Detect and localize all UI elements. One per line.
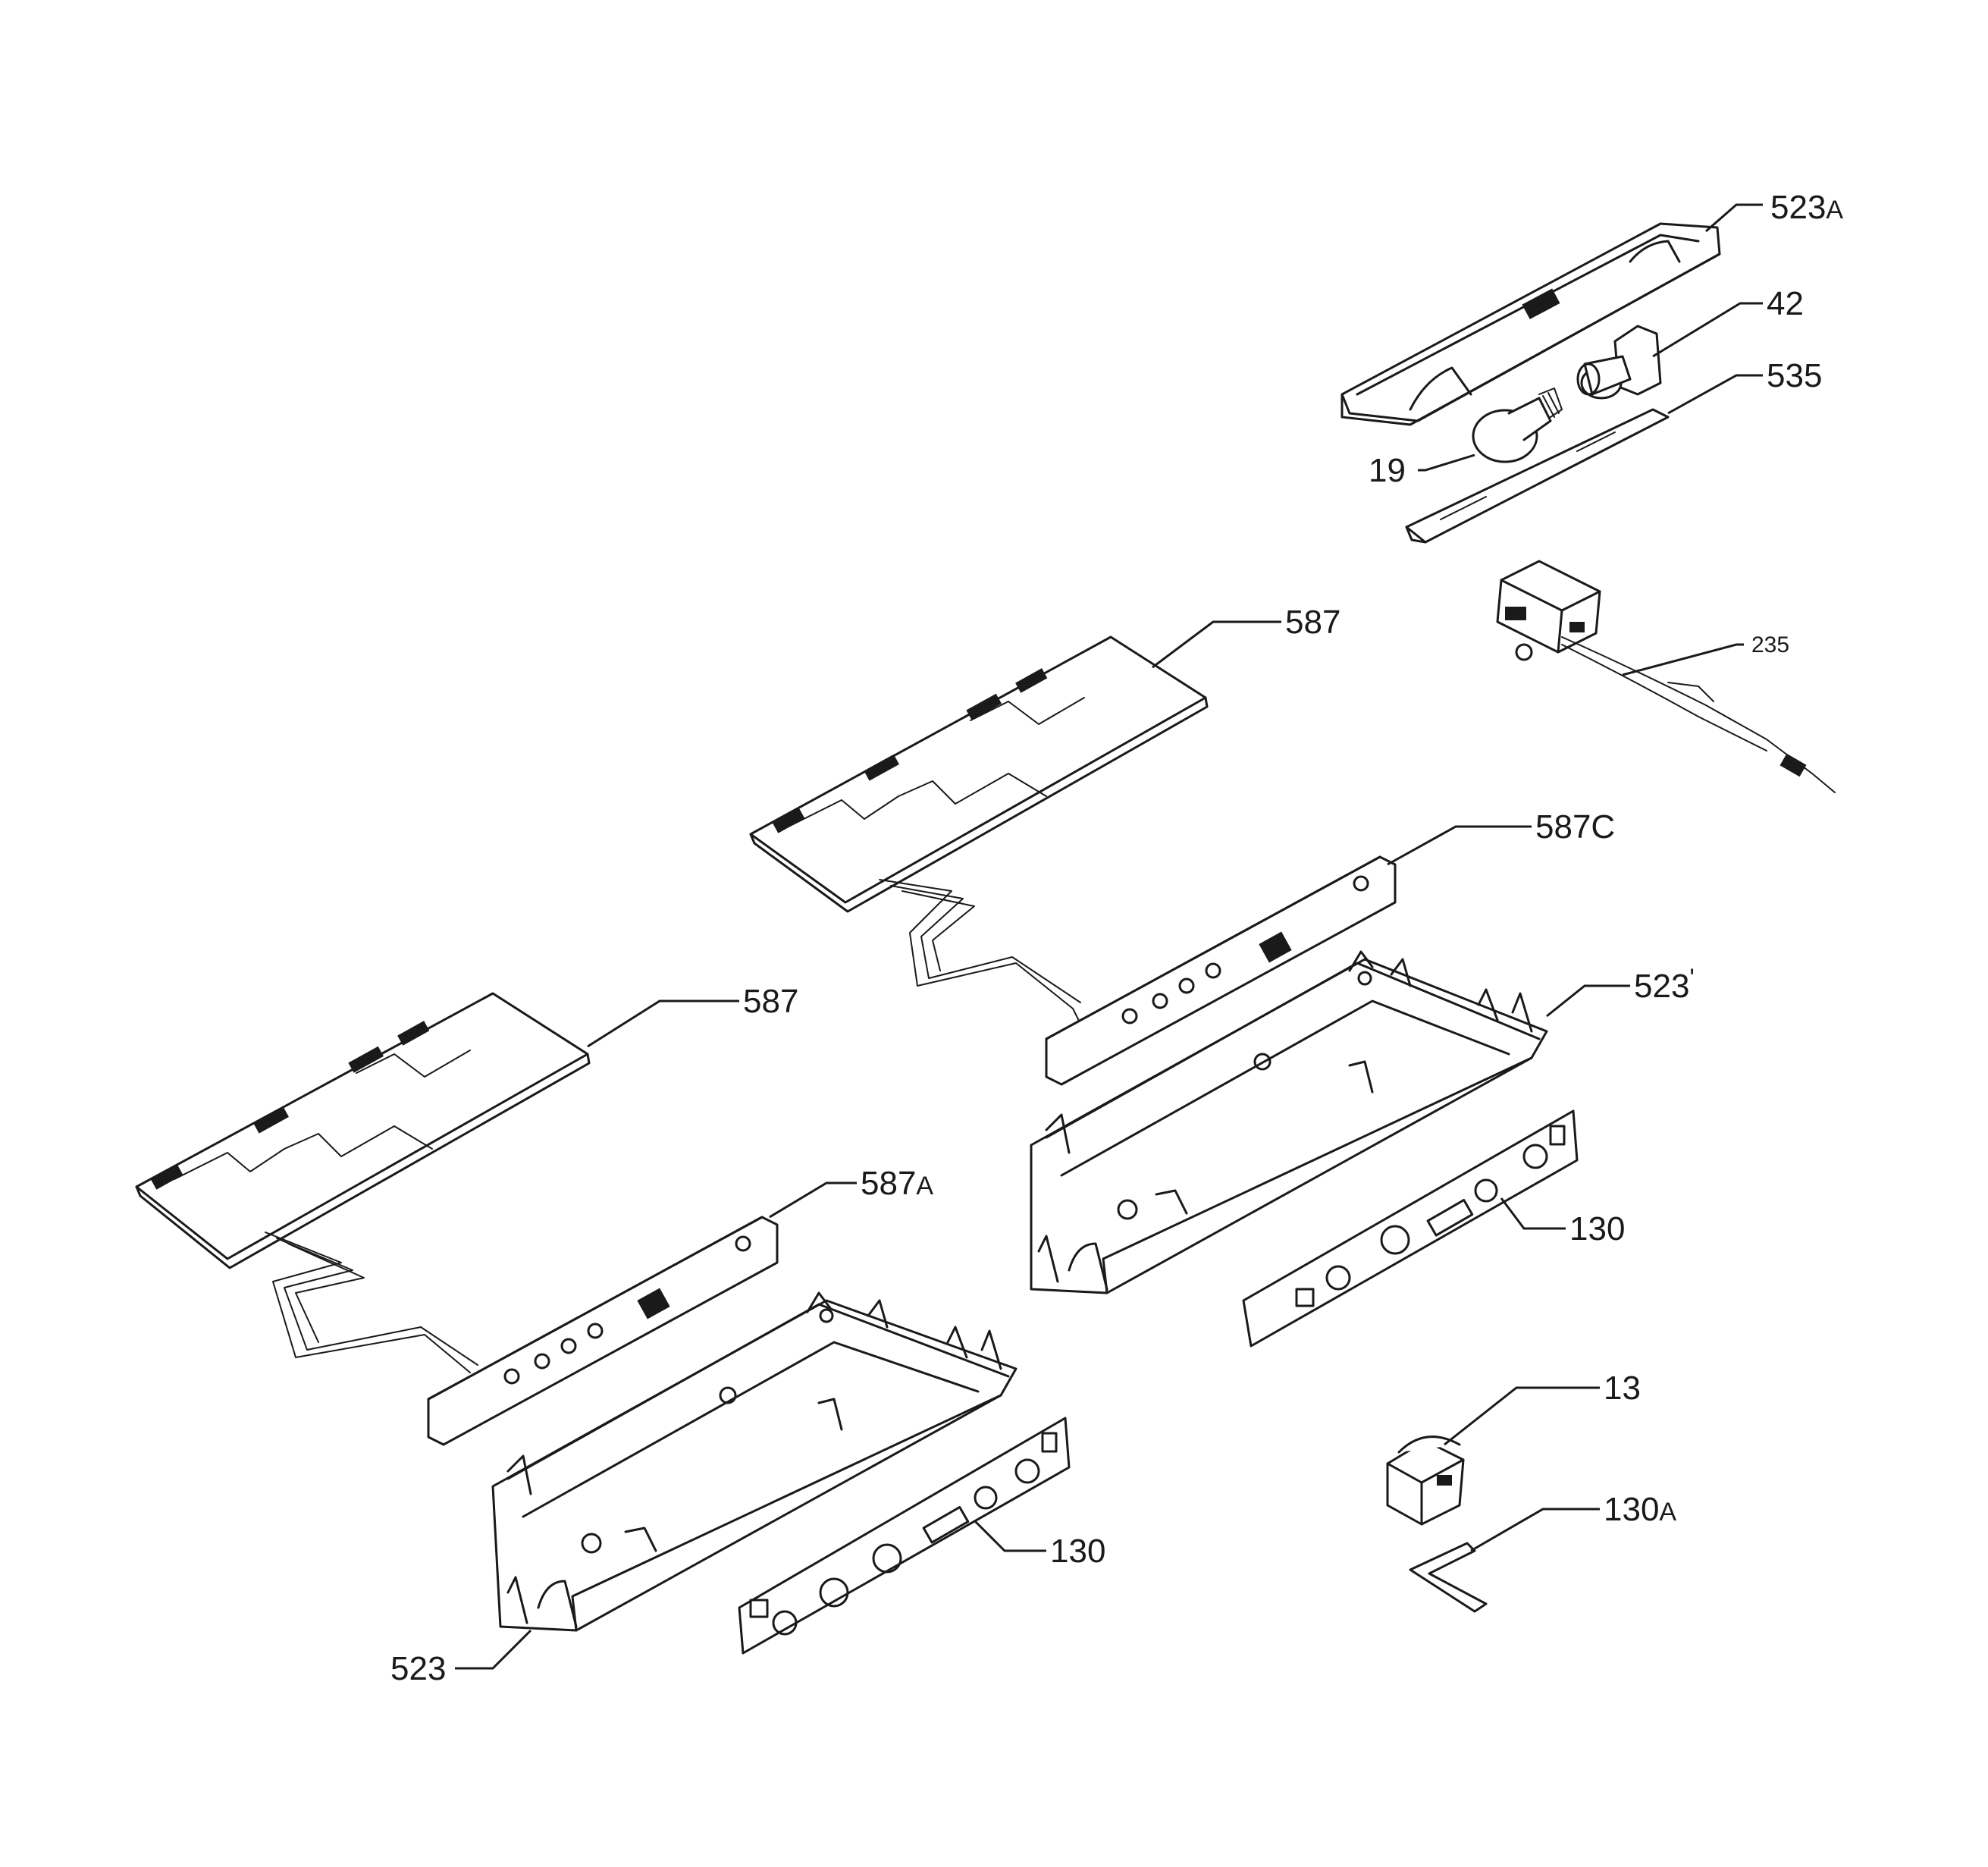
label-130a: 130A (1604, 1491, 1676, 1528)
label-587-left: 587 (743, 983, 798, 1020)
leader-587a (769, 1181, 857, 1219)
leader-523-left (455, 1629, 532, 1670)
part-235-transformer (1496, 560, 1836, 793)
part-587-pcb-upper (749, 635, 1209, 1032)
leader-13 (1444, 1386, 1600, 1446)
leader-130a (1470, 1508, 1600, 1552)
part-523a-lamp-cover (1340, 222, 1721, 426)
part-13-rocker-switch (1386, 1436, 1465, 1526)
leader-130-left (973, 1519, 1046, 1552)
leader-523a (1705, 203, 1763, 233)
label-13: 13 (1604, 1370, 1641, 1407)
part-130-control-panel-right (1242, 1109, 1579, 1348)
label-587-top: 587 (1285, 604, 1340, 641)
label-19: 19 (1369, 452, 1406, 489)
part-523-housing-right (1030, 950, 1548, 1294)
part-587a-display-board (427, 1216, 779, 1446)
part-130a-l-bracket (1409, 1542, 1488, 1613)
leader-587c (1387, 825, 1532, 866)
leader-42 (1652, 302, 1763, 358)
label-523a: 523A (1770, 189, 1843, 226)
label-130-right: 130 (1569, 1210, 1625, 1247)
label-523-right: 523' (1634, 964, 1695, 1005)
leader-19 (1418, 453, 1475, 472)
part-587-pcb-lower (135, 992, 591, 1373)
part-42-lamp-socket (1576, 325, 1662, 400)
part-130-control-panel-left (738, 1417, 1071, 1655)
part-535-bracket-plate (1405, 408, 1670, 544)
leader-lines (455, 203, 1763, 1670)
leader-535 (1667, 374, 1763, 415)
leader-130-right (1500, 1197, 1566, 1230)
label-587a: 587A (861, 1165, 933, 1202)
label-523-left: 523 (390, 1650, 446, 1687)
part-19-bulb (1472, 388, 1563, 463)
leader-587-left (587, 999, 739, 1048)
leader-235 (1622, 643, 1744, 676)
part-523-housing-left (491, 1291, 1018, 1632)
label-587c: 587C (1535, 808, 1615, 846)
leader-523-right (1546, 984, 1630, 1018)
label-130-left: 130 (1050, 1533, 1105, 1570)
part-587c-display-board (1045, 855, 1397, 1086)
label-535: 535 (1767, 357, 1822, 394)
label-235: 235 (1751, 632, 1789, 657)
label-42: 42 (1767, 285, 1804, 322)
leader-587-top (1152, 620, 1281, 669)
